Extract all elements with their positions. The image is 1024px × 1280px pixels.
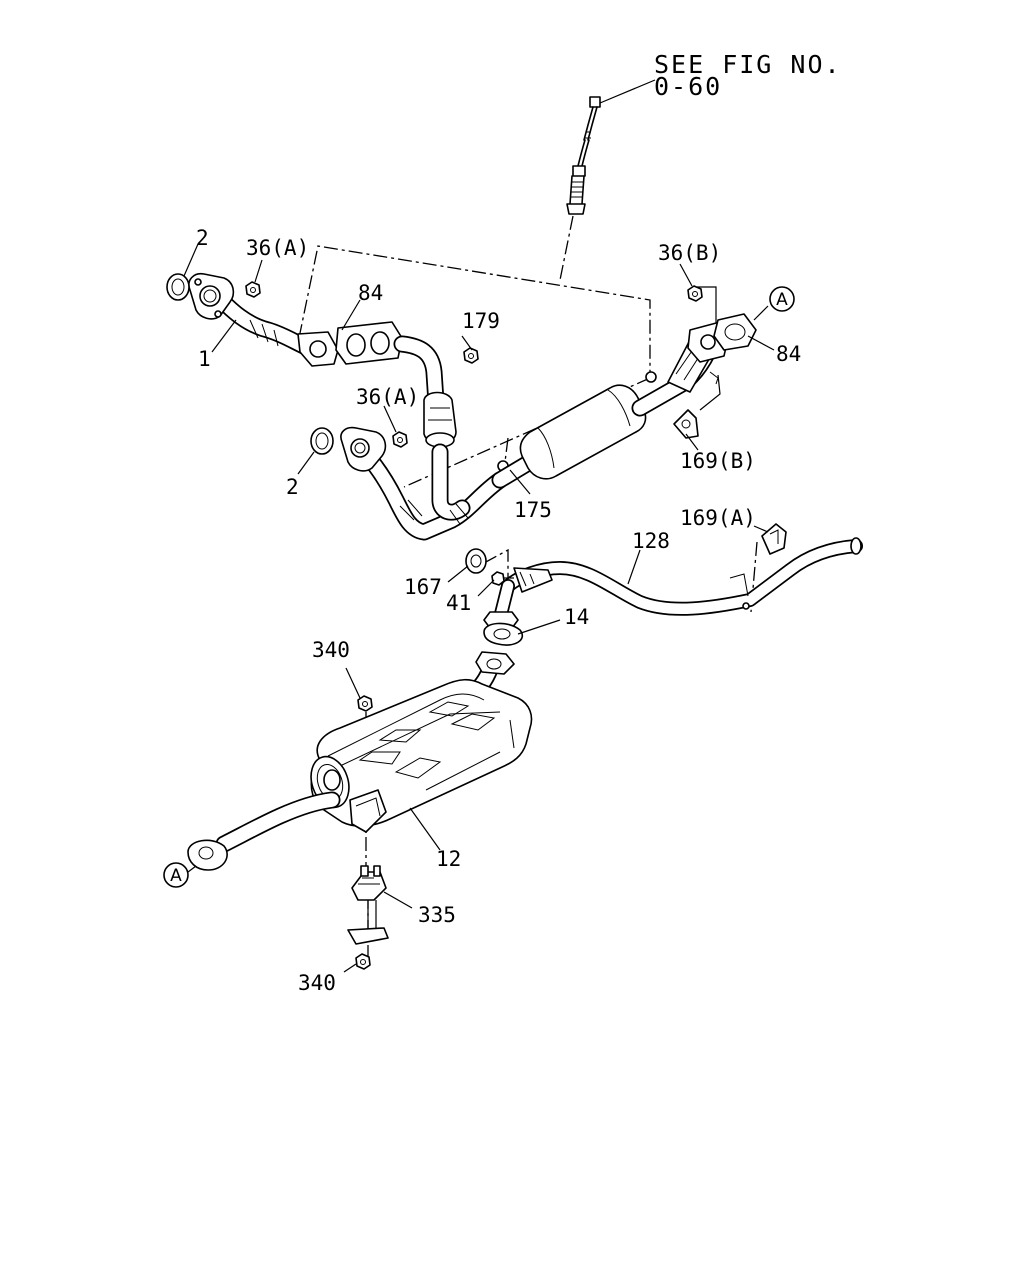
muffler <box>310 651 533 833</box>
gasket-14 <box>483 622 523 646</box>
connector-a-bottom: A <box>163 862 189 888</box>
callout-128: 128 <box>632 529 670 553</box>
intermediate-pipe <box>483 537 863 629</box>
reference-line-2: 0-60 <box>654 72 722 101</box>
catalytic-converter-pipe <box>491 321 729 489</box>
gaskets <box>166 273 334 455</box>
callout-41: 41 <box>446 591 471 615</box>
callout-84-right: 84 <box>776 342 801 366</box>
callout-36a-top: 36(A) <box>246 236 309 260</box>
flange-gasket-right <box>713 313 757 351</box>
callout-169a: 169(A) <box>680 506 756 530</box>
callout-2-top: 2 <box>196 226 209 250</box>
reference-line-1: SEE FIG NO. <box>654 50 842 79</box>
callout-175: 175 <box>514 498 552 522</box>
callout-84-left: 84 <box>358 281 383 305</box>
nut-340-bottom <box>355 953 371 970</box>
leader-lines <box>183 243 775 973</box>
front-exhaust-pipe <box>188 272 457 448</box>
nuts <box>245 281 703 472</box>
oxygen-sensor <box>559 96 601 281</box>
nut-340-top <box>357 695 373 712</box>
callout-167: 167 <box>404 575 442 599</box>
callout-340-bottom: 340 <box>298 971 336 995</box>
callout-179: 179 <box>462 309 500 333</box>
tail-pipe <box>187 791 341 871</box>
bushing-167 <box>465 548 487 574</box>
callout-14: 14 <box>564 605 589 629</box>
callout-labels: 2 36(A) 84 179 1 36(A) 2 36(B) 84 169(B)… <box>196 226 801 995</box>
connector-a-bottom-letter: A <box>170 866 182 886</box>
connector-a-top: A <box>769 286 795 312</box>
callout-36a-mid: 36(A) <box>356 385 419 409</box>
muffler-mount-335 <box>347 865 389 945</box>
callout-36b: 36(B) <box>658 241 721 265</box>
connector-a-top-letter: A <box>776 290 788 310</box>
callout-340-top: 340 <box>312 638 350 662</box>
lower-manifold-pipe <box>340 426 509 541</box>
callout-335: 335 <box>418 903 456 927</box>
hanger-rubber-169a <box>761 523 787 555</box>
callout-2-mid: 2 <box>286 475 299 499</box>
callout-12: 12 <box>436 847 461 871</box>
hanger-rubber-169b <box>673 409 699 439</box>
reference-label: SEE FIG NO. 0-60 <box>599 50 842 104</box>
callout-169b: 169(B) <box>680 449 756 473</box>
bolt-41 <box>491 571 514 586</box>
callout-1: 1 <box>198 347 211 371</box>
